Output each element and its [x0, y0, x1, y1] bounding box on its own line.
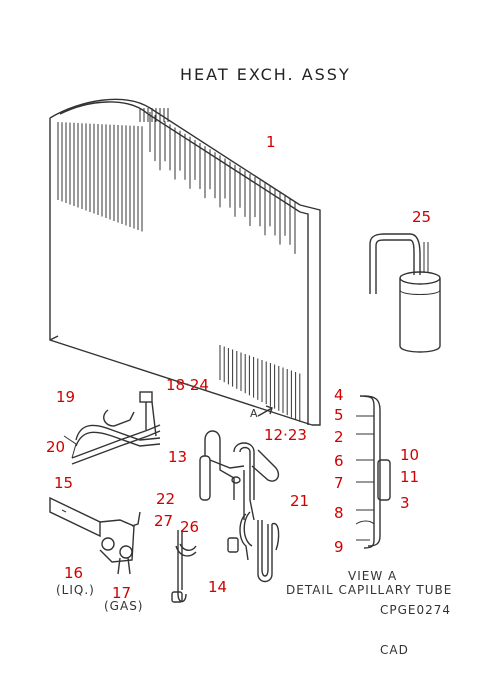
header-pipes	[199, 430, 280, 521]
view-a-detail	[355, 395, 391, 549]
part-label-1: 1	[266, 133, 276, 151]
part-label-26: 26	[180, 518, 200, 536]
valve-bracket-assembly	[49, 496, 141, 575]
part-label-19: 19	[56, 388, 76, 406]
view-a-arrow	[257, 405, 273, 417]
part-label-13: 13	[168, 448, 188, 466]
part-label-18-24: 18·24	[166, 376, 209, 394]
heat-exchanger-coil	[49, 98, 321, 426]
part-label-20: 20	[46, 438, 66, 456]
view-a-subtitle: DETAIL CAPILLARY TUBE	[286, 583, 453, 597]
capillary-assembly-left	[63, 391, 161, 465]
part-label-10: 10	[400, 446, 420, 464]
part-label-12-23: 12·23	[264, 426, 307, 444]
capillary-tubes-center	[227, 511, 280, 583]
part-label-4: 4	[334, 386, 344, 404]
view-a-title: VIEW A	[348, 569, 398, 583]
part-label-5: 5	[334, 406, 344, 424]
part-label-21: 21	[290, 492, 310, 510]
part-label-27: 27	[154, 512, 174, 530]
part-label-17: 17	[112, 584, 132, 602]
part-label-2: 2	[334, 428, 344, 446]
accumulator	[369, 233, 441, 353]
drawing-code: CPGE0274	[380, 603, 452, 617]
page-title: HEAT EXCH. ASSY	[180, 65, 351, 84]
gas-label: (GAS)	[104, 599, 144, 613]
part-label-9: 9	[334, 538, 344, 556]
liquid-label: (LIQ.)	[56, 583, 95, 597]
part-label-11: 11	[400, 468, 420, 486]
view-a-marker: A	[250, 407, 259, 420]
part-label-22: 22	[156, 490, 176, 508]
part-label-25: 25	[412, 208, 432, 226]
part-label-15: 15	[54, 474, 74, 492]
part-label-7: 7	[334, 474, 344, 492]
part-label-6: 6	[334, 452, 344, 470]
part-label-16: 16	[64, 564, 84, 582]
cad-label: CAD	[380, 643, 409, 657]
part-label-14: 14	[208, 578, 228, 596]
part-label-8: 8	[334, 504, 344, 522]
part-label-3: 3	[400, 494, 410, 512]
small-tubes	[171, 530, 197, 603]
